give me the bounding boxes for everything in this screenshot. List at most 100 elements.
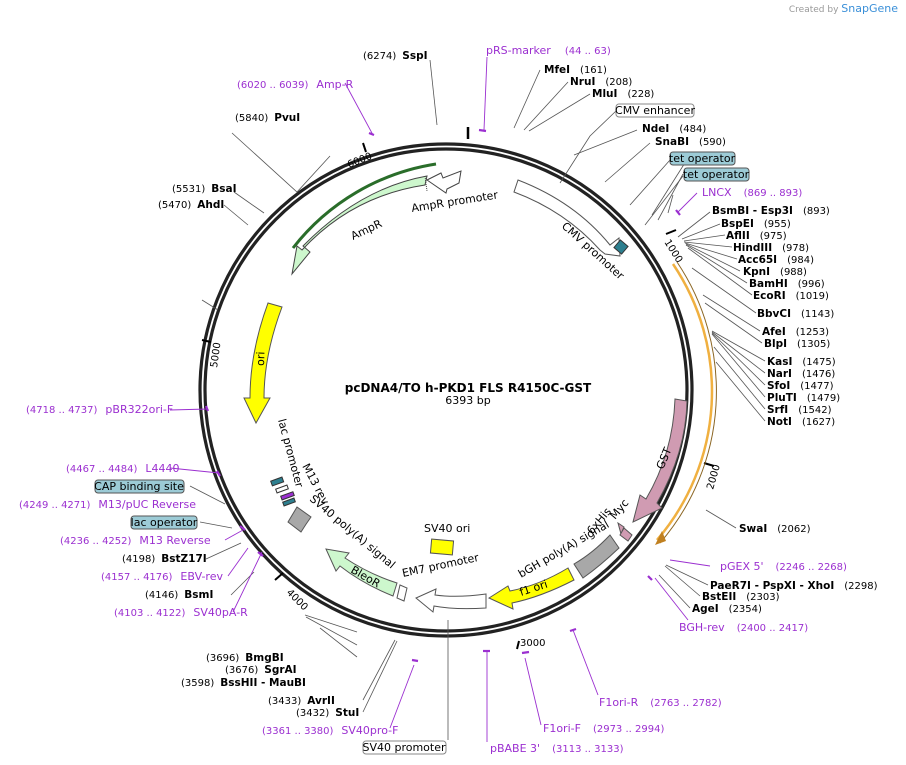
- primer-prs-marker: pRS-marker(44 .. 63): [486, 44, 611, 57]
- primer-sv40pa-r: (4103 .. 4122)SV40pA-R: [114, 606, 248, 619]
- enzyme-agei: AgeI(2354): [692, 603, 762, 615]
- sv40-promoter-label: SV40 promoter: [362, 741, 446, 754]
- snapgene-watermark: Created by SnapGene: [789, 2, 898, 15]
- tet-operator-box-1: tet operator: [669, 151, 736, 166]
- insert-arc-outer: [656, 263, 714, 541]
- enzyme-kasi: KasI(1475): [767, 356, 836, 368]
- primer-pbabe3: pBABE 3'(3113 .. 3133): [490, 742, 624, 755]
- tick-label-6000: 6000: [346, 151, 374, 171]
- enzyme-ecori: EcoRI(1019): [753, 290, 829, 302]
- enzyme-bbvci: BbvCI(1143): [757, 308, 834, 320]
- primer-m13-reverse: (4236 .. 4252)M13 Reverse: [60, 534, 211, 547]
- backbone-outer: [198, 142, 694, 638]
- enzyme-sfoi: SfoI(1477): [767, 380, 834, 392]
- enzyme-bstz17i: (4198)BstZ17I: [122, 553, 207, 565]
- enzyme-pluti: PluTI(1479): [767, 392, 840, 404]
- plasmid-name: pcDNA4/TO h-PKD1 FLS R4150C-GST: [345, 381, 592, 395]
- enzyme-hindiii: HindIII(978): [733, 242, 809, 254]
- ampr-promoter-dash: [424, 175, 428, 192]
- bleor-arrow: [325, 548, 398, 597]
- enzyme-mfei: MfeI(161): [544, 64, 607, 76]
- primer-lncx: LNCX(869 .. 893): [702, 186, 802, 199]
- cap-marker: [270, 476, 285, 487]
- enzyme-xhoi: PaeR7I - PspXI - XhoI(2298): [710, 580, 878, 592]
- enzyme-ahdi: (5470)AhdI: [158, 199, 224, 211]
- tet-operator-marker: [613, 239, 629, 255]
- feature-leaders: [189, 157, 689, 740]
- primer-bgh-rev: BGH-rev(2400 .. 2417): [679, 621, 808, 634]
- enzyme-srfi: SrfI(1542): [767, 404, 832, 416]
- watermark-prefix: Created by: [788, 5, 839, 15]
- primer-l4440: (4467 .. 4484)L4440: [66, 462, 180, 475]
- enzyme-stui: (3432)StuI: [296, 707, 359, 719]
- m13-marker: [280, 491, 295, 501]
- ampr-promoter-arrow: [426, 170, 462, 194]
- myc-label: Myc: [607, 497, 631, 522]
- sv40ori-label: SV40 ori: [424, 522, 470, 535]
- enzyme-bsmi: (4146)BsmI: [145, 589, 213, 601]
- cmv-enhancer-label: CMV enhancer: [615, 104, 695, 117]
- enzyme-afei: AfeI(1253): [762, 326, 829, 338]
- bleor-label: BleoR: [349, 563, 383, 590]
- cmv-enhancer-box: CMV enhancer: [615, 103, 695, 118]
- primer-pbr322ori-f: (4718 .. 4737)pBR322ori-F: [26, 403, 173, 416]
- enzyme-noti: NotI(1627): [767, 416, 835, 428]
- enzyme-leaders: [201, 59, 766, 713]
- em7-label: EM7 promoter: [401, 551, 480, 580]
- tick-label-5000: 5000: [209, 342, 223, 369]
- his-marker: [619, 527, 633, 542]
- tick-label-2000: 2000: [705, 463, 723, 490]
- ori-arrow: [243, 302, 283, 425]
- primer-pgex5: pGEX 5'(2246 .. 2268): [720, 560, 847, 573]
- sv40-promoter-box: SV40 promoter: [362, 740, 447, 755]
- insert-arc-edge: [659, 261, 717, 544]
- enzyme-acc65i: Acc65I(984): [738, 254, 814, 266]
- sv40pa-box: [287, 506, 312, 533]
- ampr-promoter-label: AmpR promoter: [410, 188, 499, 215]
- enzyme-bamhi: BamHI(996): [749, 278, 825, 290]
- lac-operator-marker: [282, 497, 296, 507]
- primer-labels: pRS-marker(44 .. 63) (6020 .. 6039)Amp-R…: [19, 44, 847, 755]
- cap-binding-site-box: CAP binding site: [94, 479, 185, 494]
- enzyme-bsai: (5531)BsaI: [172, 183, 237, 195]
- enzyme-bsshii: (3598)BssHII - MauBI: [181, 677, 306, 689]
- enzyme-pvui: (5840)PvuI: [235, 112, 300, 124]
- tick-label-3000: 3000: [520, 638, 545, 649]
- lac-operator-box: lac operator: [130, 515, 198, 530]
- primer-m13-puc-reverse: (4249 .. 4271)M13/pUC Reverse: [19, 498, 196, 511]
- lac-operator-label: lac operator: [131, 516, 198, 529]
- bgh-box: [573, 534, 620, 579]
- enzyme-nari: NarI(1476): [767, 368, 835, 380]
- enzyme-bsmbi: BsmBI - Esp3I(893): [712, 205, 830, 217]
- f1ori-arrow: [487, 567, 575, 610]
- cap-binding-site-label: CAP binding site: [94, 480, 184, 493]
- enzyme-swai: SwaI(2062): [739, 523, 811, 535]
- enzyme-blpi: BlpI(1305): [764, 338, 830, 350]
- ampr-outline-arc: [291, 162, 437, 249]
- enzyme-mlui: MluI(228): [592, 88, 654, 100]
- enzyme-snabi: SnaBI(590): [655, 136, 726, 148]
- primer-f1ori-f: F1ori-F(2973 .. 2994): [543, 722, 664, 735]
- enzyme-ndei: NdeI(484): [642, 123, 706, 135]
- ampr-label: AmpR: [349, 217, 385, 243]
- primer-sv40pro-f: (3361 .. 3380)SV40pro-F: [262, 724, 398, 737]
- backbone-inner: [203, 147, 689, 633]
- insert-arc-head: [655, 531, 666, 545]
- enzyme-sgrai: (3676)SgrAI: [225, 664, 297, 676]
- enzyme-aflii: AflII(975): [726, 230, 787, 242]
- lac-promoter-marker: [275, 484, 289, 494]
- tet-operator-label-1: tet operator: [669, 152, 736, 165]
- tick-label-1000: 1000: [661, 238, 684, 265]
- primer-leaders: [169, 56, 711, 742]
- em7-small-marker: [396, 584, 408, 602]
- enzyme-avrii: (3433)AvrII: [268, 695, 335, 707]
- primer-f1ori-r: F1ori-R(2763 .. 2782): [599, 696, 722, 709]
- enzyme-bmgbi: (3696)BmgBI: [206, 652, 284, 664]
- watermark-brand: SnapGene: [841, 2, 898, 15]
- enzyme-sspi: (6274)SspI: [363, 50, 428, 62]
- ampr-arrow: [291, 175, 428, 276]
- enzyme-nrui: NruI(208): [570, 76, 632, 88]
- enzyme-kpni: KpnI(988): [743, 266, 807, 278]
- primer-ebv-rev: (4157 .. 4176)EBV-rev: [101, 570, 223, 583]
